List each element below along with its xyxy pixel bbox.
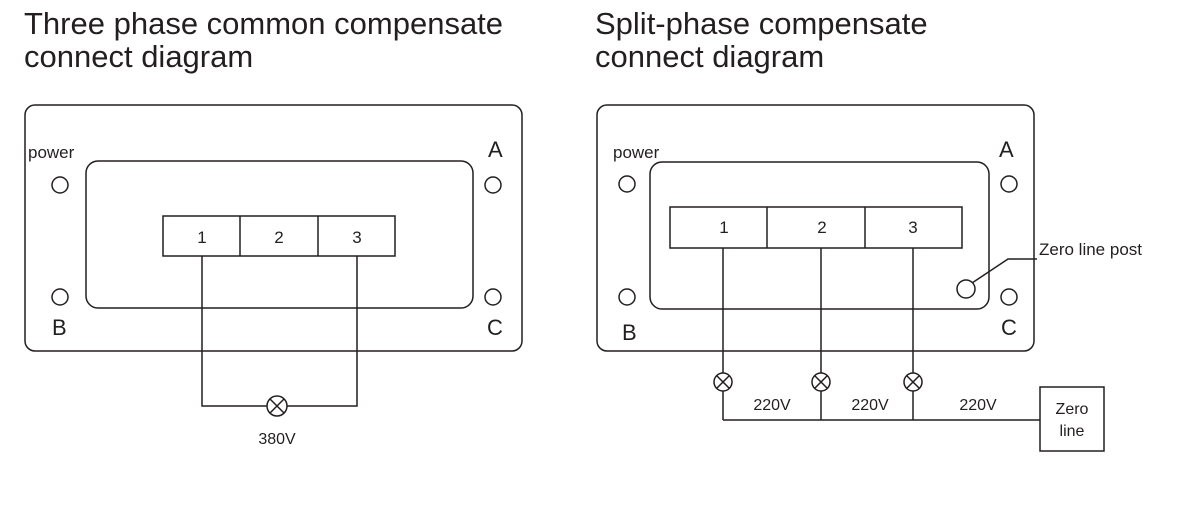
right-lamp-symbol-2 — [811, 372, 831, 392]
right-phase-c-indicator-light — [1000, 288, 1018, 306]
left-title-line1: Three phase common compensate — [24, 6, 504, 41]
left-corner-a-label: A — [488, 137, 503, 162]
right-title-line2: connect diagram — [595, 39, 825, 74]
left-wiring-diagram: power A B C 1 2 3 380V — [24, 104, 523, 448]
right-device-outer-panel — [596, 104, 1035, 352]
right-phase-b-indicator-light — [618, 288, 636, 306]
left-phase-c-indicator-light — [484, 288, 502, 306]
right-corner-c-label: C — [1001, 315, 1017, 340]
right-corner-b-label: B — [622, 320, 637, 345]
zero-line-box-line2: line — [1060, 423, 1085, 440]
left-diagram-title: Three phase common compensate connect di… — [24, 7, 503, 73]
right-wiring-diagram: power A B C 1 2 3 Zero line post — [596, 104, 1142, 452]
left-wire-terminal-1 — [201, 256, 267, 407]
right-diagram-title: Split-phase compensate connect diagram — [595, 7, 928, 73]
zero-line-post-leader — [971, 258, 1037, 284]
right-phase-a-indicator-light — [1000, 175, 1018, 193]
right-terminal-1-label: 1 — [719, 218, 728, 237]
right-device-inner-panel — [649, 161, 990, 310]
left-title-line2: connect diagram — [24, 39, 254, 74]
left-terminal-block — [162, 215, 396, 257]
zero-line-box — [1039, 386, 1105, 452]
left-corner-c-label: C — [487, 315, 503, 340]
left-terminal-2-label: 2 — [274, 228, 283, 247]
right-lamp-symbol-3 — [903, 372, 923, 392]
right-voltage-label-2: 220V — [851, 397, 889, 414]
left-terminal-1-label: 1 — [197, 228, 206, 247]
right-voltage-label-3: 220V — [959, 397, 997, 414]
right-title-line1: Split-phase compensate — [595, 6, 928, 41]
zero-line-post-terminal — [956, 279, 976, 299]
left-lamp-symbol — [266, 395, 288, 417]
left-power-indicator-light — [51, 176, 69, 194]
zero-line-post-label: Zero line post — [1039, 240, 1142, 259]
right-voltage-label-1: 220V — [753, 397, 791, 414]
right-terminal-3-label: 3 — [908, 218, 917, 237]
left-corner-b-label: B — [52, 315, 67, 340]
right-power-label: power — [613, 143, 660, 162]
left-phase-b-indicator-light — [51, 288, 69, 306]
left-wire-terminal-3 — [287, 256, 358, 407]
left-device-outer-panel — [24, 104, 523, 352]
right-lamp-symbol-1 — [713, 372, 733, 392]
zero-line-box-line1: Zero — [1056, 401, 1089, 418]
right-corner-a-label: A — [999, 137, 1014, 162]
left-phase-a-indicator-light — [484, 176, 502, 194]
left-device-inner-panel — [85, 160, 474, 309]
left-power-label: power — [28, 143, 75, 162]
left-voltage-label: 380V — [258, 431, 296, 448]
right-power-indicator-light — [618, 175, 636, 193]
left-terminal-3-label: 3 — [352, 228, 361, 247]
right-terminal-2-label: 2 — [817, 218, 826, 237]
right-terminal-block — [669, 206, 963, 249]
